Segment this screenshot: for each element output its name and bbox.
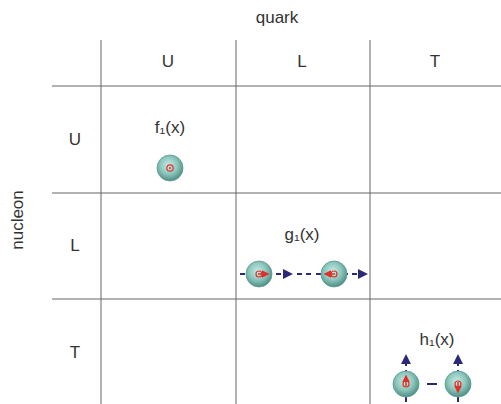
- nucleon-ball: [445, 371, 471, 397]
- quark-dot: [169, 167, 171, 169]
- nucleon-ball: [157, 155, 183, 181]
- column-header: T: [430, 53, 440, 72]
- column-header: U: [162, 53, 174, 72]
- minus-dash: [297, 273, 302, 275]
- distribution-name: f₁(x): [155, 119, 185, 138]
- grid-lines: [52, 40, 501, 404]
- grid-line: [236, 40, 237, 404]
- grid-line: [101, 40, 102, 404]
- longitudinal-nucleons: [240, 261, 366, 287]
- row-header: L: [70, 237, 79, 256]
- unpolarized-nucleon: [157, 155, 183, 181]
- grid-line: [52, 193, 501, 194]
- axis-title: quark: [256, 9, 299, 28]
- quark-spin-arrow: [457, 382, 459, 392]
- quark-spin-arrow: [258, 273, 268, 275]
- nucleon-ball: [393, 371, 419, 397]
- grid-line: [52, 86, 501, 87]
- nucleon-ball: [246, 261, 272, 287]
- nucleon-ball: [321, 261, 347, 287]
- axis-title: nucleon: [9, 190, 28, 250]
- minus-dash: [427, 383, 437, 385]
- row-header: U: [69, 131, 81, 150]
- grid-line: [52, 299, 501, 300]
- quark-spin-arrow: [405, 376, 407, 386]
- column-header: L: [297, 53, 306, 72]
- grid-line: [370, 40, 371, 404]
- minus-dash: [306, 273, 311, 275]
- distribution-name: h₁(x): [419, 331, 454, 350]
- quark-dot: [167, 165, 173, 171]
- row-header: T: [70, 344, 80, 363]
- quark-spin-arrow: [325, 273, 335, 275]
- distribution-name: g₁(x): [284, 226, 319, 245]
- transverse-nucleons: [393, 356, 471, 402]
